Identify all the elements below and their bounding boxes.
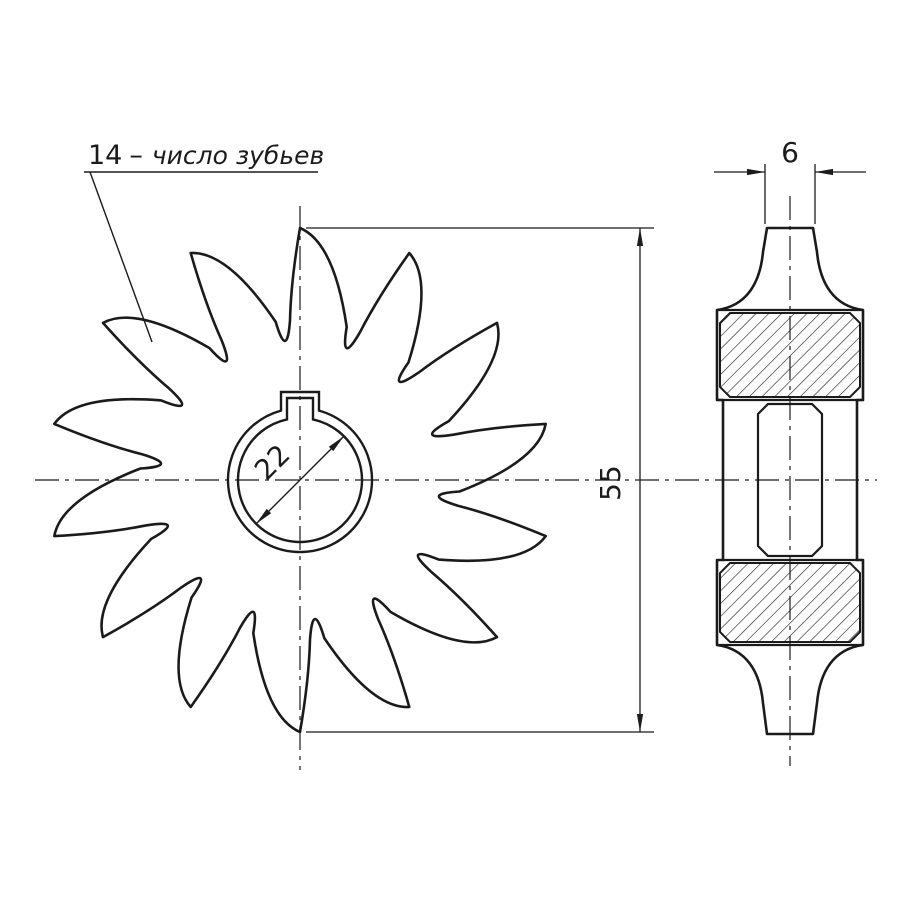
outer-dim-arrow-bottom xyxy=(636,714,644,732)
teeth-count-note: 14–число зубьев xyxy=(88,140,324,171)
width-dim-arrow-left xyxy=(747,168,765,176)
teeth-note-leader xyxy=(89,171,153,343)
teeth-count-text: число зубьев xyxy=(152,141,324,170)
width-dimension-label: 6 xyxy=(781,136,799,169)
bore-dimension-line xyxy=(255,435,345,525)
bore-dim-arrow-upper xyxy=(328,436,344,452)
section-hatch-top xyxy=(719,312,861,398)
bore-circle-keyway xyxy=(236,396,364,544)
bore-chamfer-circle-keyway xyxy=(226,390,374,554)
teeth-count-separator: – xyxy=(129,140,143,171)
generated-geometry xyxy=(35,164,877,770)
bore-dim-arrow-lower xyxy=(256,508,272,524)
outer-diameter-dimension-label: 55 xyxy=(594,465,627,501)
teeth-count-number: 14 xyxy=(88,140,122,171)
width-dim-arrow-right xyxy=(815,168,833,176)
outer-dim-arrow-top xyxy=(636,228,644,246)
